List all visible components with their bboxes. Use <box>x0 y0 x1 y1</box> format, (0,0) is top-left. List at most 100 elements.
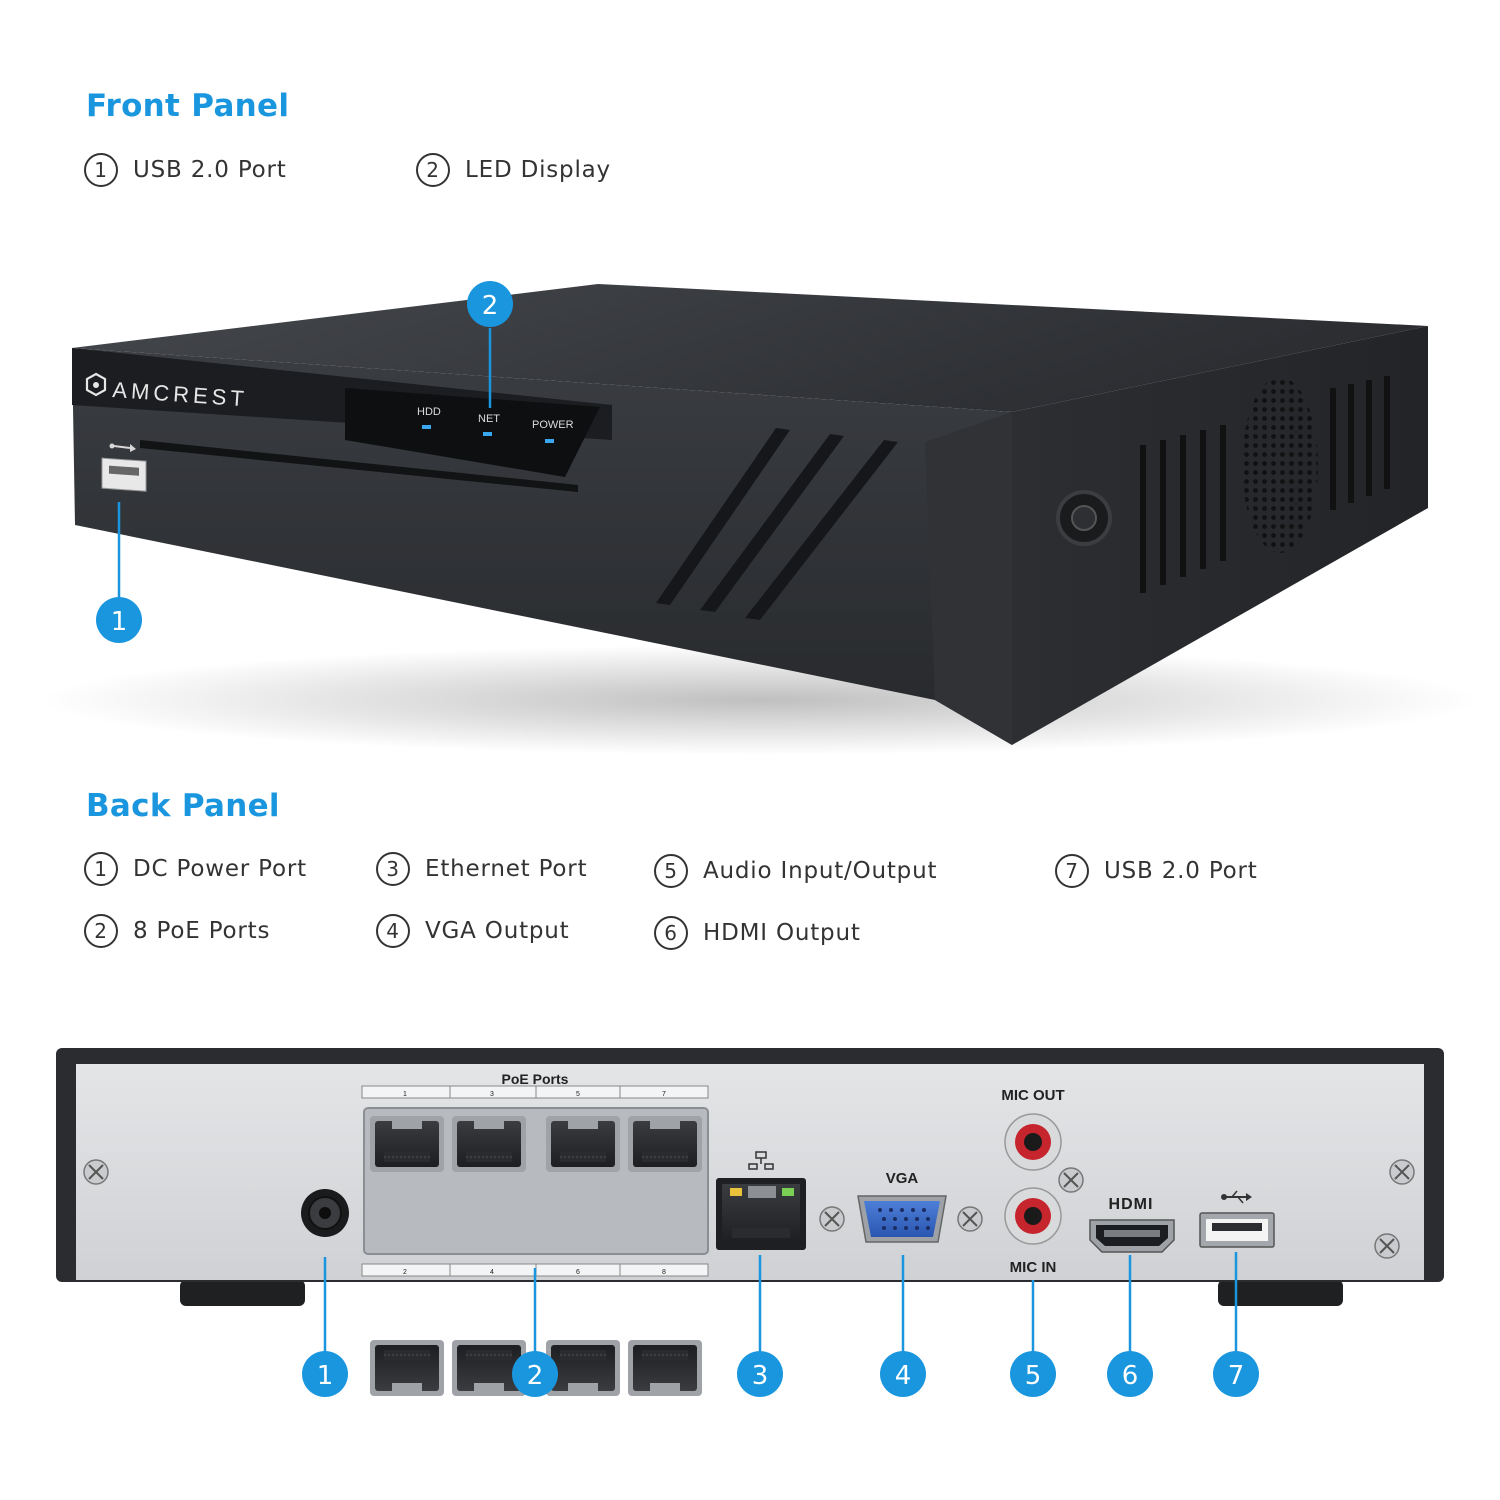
led-power-indicator <box>545 439 554 443</box>
vga-port <box>857 1195 947 1243</box>
poe-port-number-5: 5 <box>576 1091 580 1098</box>
side-vents-left <box>1140 425 1226 593</box>
legend-label: USB 2.0 Port <box>1104 858 1258 884</box>
usb-icon <box>109 443 136 452</box>
back-callout-6 <box>1107 1351 1153 1397</box>
poe-port-number-6: 6 <box>576 1269 580 1276</box>
legend-label: 8 PoE Ports <box>133 918 271 944</box>
vga-screw-left <box>819 1206 845 1232</box>
vga-label: VGA <box>886 1170 919 1187</box>
mic-in-label: MIC IN <box>1010 1259 1057 1276</box>
back-legend-item-1: 1 DC Power Port <box>84 849 307 889</box>
legend-label: USB 2.0 Port <box>133 157 287 183</box>
ethernet-port <box>716 1178 806 1250</box>
back-usb-port <box>1199 1212 1275 1248</box>
legend-number: 5 <box>654 854 688 888</box>
back-legend-item-3: 3 Ethernet Port <box>376 849 587 889</box>
mic-in-port <box>1004 1187 1062 1245</box>
mic-out-port <box>1004 1113 1062 1171</box>
front-usb-port-tongue <box>109 465 139 476</box>
back-callout-7 <box>1213 1351 1259 1397</box>
chassis-screw-bottom-right <box>1374 1233 1400 1259</box>
poe-port-number-3: 3 <box>490 1091 494 1098</box>
legend-label: HDMI Output <box>703 920 861 946</box>
legend-number: 1 <box>84 852 118 886</box>
back-callout-7-number: 7 <box>1228 1361 1245 1391</box>
dc-power-port <box>301 1189 349 1237</box>
back-callout-6-number: 6 <box>1122 1361 1139 1391</box>
back-legend-item-4: 4 VGA Output <box>376 911 570 951</box>
legend-label: DC Power Port <box>133 856 307 882</box>
legend-label: Ethernet Port <box>425 856 588 882</box>
poe-port-number-7: 7 <box>662 1091 666 1098</box>
back-legend-item-7: 7 USB 2.0 Port <box>1055 851 1258 891</box>
network-icon <box>748 1151 774 1170</box>
front-legend-item-1: 1 USB 2.0 Port <box>84 150 287 190</box>
amcrest-logo-icon <box>85 372 107 397</box>
vga-screw-right <box>957 1206 983 1232</box>
hdmi-logo: HDMI <box>1109 1196 1154 1213</box>
poe-port-number-1: 1 <box>403 1091 407 1098</box>
led-label-net: NET <box>478 413 500 425</box>
poe-port-number-4: 4 <box>490 1269 494 1276</box>
front-slot <box>140 440 578 492</box>
device-foot-right <box>1218 1280 1343 1306</box>
front-callout-2 <box>467 281 513 327</box>
side-power-jack-inner <box>1071 505 1097 531</box>
back-callout-2 <box>512 1351 558 1397</box>
side-vents-right <box>1330 376 1390 510</box>
front-callout-2-number: 2 <box>482 291 499 321</box>
legend-label: LED Display <box>465 157 611 183</box>
hdmi-port <box>1089 1219 1175 1253</box>
legend-number: 3 <box>376 852 410 886</box>
led-display-window <box>345 388 600 477</box>
back-callout-5-number: 5 <box>1025 1361 1042 1391</box>
device-bezel <box>925 412 1012 745</box>
led-label-power: POWER <box>532 419 574 431</box>
legend-number: 2 <box>416 153 450 187</box>
poe-ports-label: PoE Ports <box>502 1071 569 1087</box>
front-panel-title: Front Panel <box>86 88 290 124</box>
legend-number: 4 <box>376 914 410 948</box>
front-groove-1 <box>656 428 790 605</box>
side-fan-mesh <box>1242 377 1318 553</box>
front-callout-1 <box>96 597 142 643</box>
led-label-hdd: HDD <box>417 406 441 418</box>
audio-screw <box>1058 1167 1084 1193</box>
usb-icon <box>1221 1190 1252 1204</box>
device-top-surface <box>72 284 1428 412</box>
legend-number: 7 <box>1055 854 1089 888</box>
front-callout-1-number: 1 <box>111 607 128 637</box>
back-callout-4-number: 4 <box>895 1361 912 1391</box>
front-groove-2 <box>700 434 844 612</box>
back-legend-item-5: 5 Audio Input/Output <box>654 851 937 891</box>
legend-label: Audio Input/Output <box>703 858 938 884</box>
back-callout-4 <box>880 1351 926 1397</box>
back-callout-1-number: 1 <box>317 1361 334 1391</box>
poe-ports-block <box>361 1085 709 1397</box>
back-callout-3-number: 3 <box>752 1361 769 1391</box>
led-hdd-indicator <box>422 425 431 429</box>
back-legend-item-2: 2 8 PoE Ports <box>84 911 270 951</box>
back-chassis <box>56 1048 1444 1282</box>
led-net-indicator <box>483 432 492 436</box>
device-foot-left <box>180 1280 305 1306</box>
front-groove-3 <box>745 440 898 620</box>
back-callout-5 <box>1010 1351 1056 1397</box>
back-callout-3 <box>737 1351 783 1397</box>
poe-port-number-8: 8 <box>662 1269 666 1276</box>
mic-out-label: MIC OUT <box>1001 1087 1064 1104</box>
back-legend-item-6: 6 HDMI Output <box>654 913 861 953</box>
chassis-screw-left <box>83 1159 109 1185</box>
front-device-illustration: AMCREST HDD NET POWER 1 2 <box>40 281 1480 755</box>
legend-number: 6 <box>654 916 688 950</box>
back-callout-2-number: 2 <box>527 1361 544 1391</box>
legend-number: 2 <box>84 914 118 948</box>
chassis-screw-right <box>1389 1159 1415 1185</box>
legend-label: VGA Output <box>425 918 570 944</box>
front-legend-item-2: 2 LED Display <box>416 150 611 190</box>
poe-port-number-2: 2 <box>403 1269 407 1276</box>
back-callout-1 <box>302 1351 348 1397</box>
back-panel-title: Back Panel <box>86 788 280 824</box>
back-plate <box>76 1064 1424 1280</box>
